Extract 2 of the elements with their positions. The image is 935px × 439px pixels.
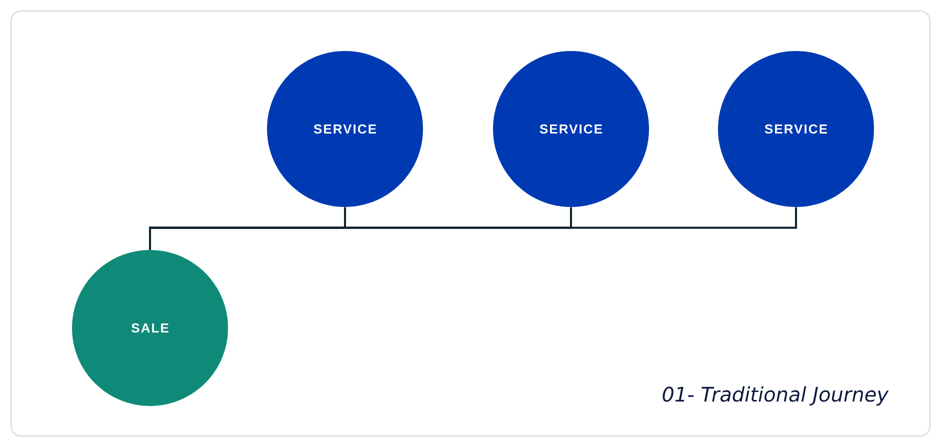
caption: 01- Traditional Journey xyxy=(662,386,889,406)
connector-line xyxy=(149,207,797,250)
